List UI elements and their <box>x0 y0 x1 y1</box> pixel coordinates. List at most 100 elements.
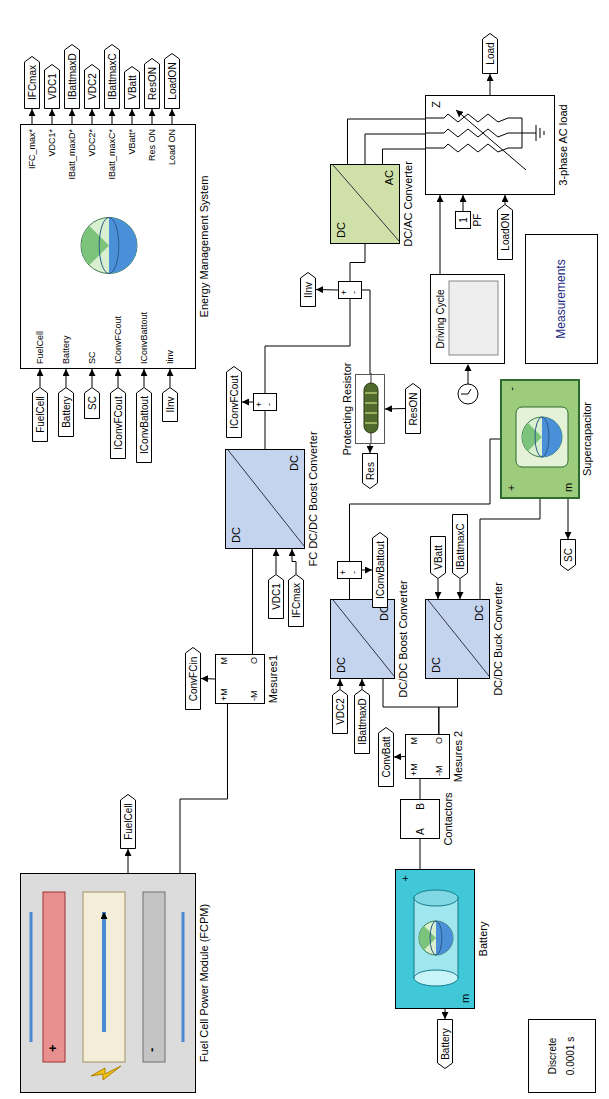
block-label: DC <box>288 455 300 471</box>
goto-tag: LoadON <box>497 204 513 260</box>
icon-half <box>436 921 453 955</box>
block-label: VDC2* <box>88 129 98 157</box>
block-label: ConvFCin <box>188 657 199 701</box>
block-label: IFCmax <box>27 65 38 100</box>
goto-tag: Battery <box>437 1019 453 1069</box>
load-resistor <box>426 144 522 152</box>
block-label: 1 <box>458 217 469 223</box>
block-label: Mesures1 <box>267 655 279 703</box>
converter-diagonal <box>333 600 394 676</box>
block-label: IConvBattout <box>375 541 386 599</box>
measurement-block: +M-MMOMesures 2 <box>405 734 450 779</box>
block-label: -M <box>435 766 445 777</box>
tag-outline <box>121 795 136 849</box>
signal-wire <box>201 678 215 680</box>
block-label: VDC2 <box>87 73 98 100</box>
block-label: FC DC/DC Boost Converter <box>307 431 319 566</box>
signal-wire <box>362 570 372 571</box>
goto-tag: VDC2 <box>332 689 348 734</box>
tag-outline <box>431 537 446 579</box>
signal-wire <box>316 289 338 291</box>
block-illustration <box>254 392 278 410</box>
tag-outline <box>498 205 513 260</box>
goto-tag: VDC2 <box>84 64 100 109</box>
converter-block: DCACDC/AC Converter <box>330 164 400 244</box>
icon-half <box>542 417 562 457</box>
block-label: Iinv <box>166 350 176 364</box>
three-phase-load: Z3-phase AC load <box>425 95 555 195</box>
signal-wire <box>265 411 266 449</box>
block-label: +M <box>220 688 230 701</box>
block-label: VBatt <box>127 75 138 99</box>
signal-wire <box>252 549 253 654</box>
block-label: Z <box>430 101 442 108</box>
signal-wire <box>480 499 540 599</box>
tag-outline <box>163 388 178 422</box>
block-label: - <box>505 387 517 391</box>
block-label: SC <box>563 548 574 562</box>
tag-outline <box>269 575 284 619</box>
block-label: -M <box>250 691 260 702</box>
goto-tag: SC <box>560 539 576 571</box>
signal-wire <box>66 369 67 387</box>
icon-disc <box>419 921 453 955</box>
tag-outline <box>355 690 370 754</box>
goto-tag: FuelCell <box>32 387 48 442</box>
signal-wire <box>118 369 119 387</box>
block-label: + <box>255 402 265 407</box>
battery-cylinder <box>414 898 458 978</box>
icon-wedge <box>419 926 436 950</box>
signal-wire <box>92 109 93 124</box>
block-label: Load ON <box>168 129 178 165</box>
block-label: 0.0001 s <box>565 1037 576 1075</box>
block-label: 3-phase AC load <box>557 104 569 185</box>
constant-block: 1PF <box>455 211 471 229</box>
block-label: IConvFCout <box>113 396 124 449</box>
goto-tag: Battery <box>58 387 74 437</box>
signal-wire <box>265 299 350 393</box>
sum-block: +- <box>337 561 362 579</box>
battery-end <box>414 970 458 986</box>
block-label: ResON <box>408 393 419 426</box>
signal-wire <box>52 109 53 124</box>
converter-diagonal <box>228 450 304 546</box>
tag-outline <box>373 533 388 608</box>
block-label: + <box>46 1044 60 1052</box>
signal-wire <box>420 779 421 799</box>
block-label: m <box>562 483 574 492</box>
converter-block: DCDCFC DC/DC Boost Converter <box>225 449 305 549</box>
block-label: IBattmaxD <box>67 53 78 100</box>
block-label: Battery <box>61 396 72 428</box>
ground-symbol <box>522 118 544 148</box>
signal-wire <box>440 195 441 274</box>
load-resistor <box>426 129 522 137</box>
block-label: DC/DC Buck Converter <box>492 582 504 696</box>
capacitor-panel <box>516 407 568 467</box>
clock-wire <box>468 370 469 384</box>
signal-wire <box>348 119 426 164</box>
icon-wedge <box>81 226 109 265</box>
resistor-symbol <box>364 383 378 433</box>
signal-wire <box>438 579 439 599</box>
signal-wire <box>180 704 228 873</box>
signal-wire <box>144 369 145 387</box>
signal-wire <box>40 369 41 387</box>
block-illustration <box>339 280 363 298</box>
block-illustration <box>529 1018 597 1092</box>
block-label: Measurements <box>555 259 568 338</box>
block-label: PF <box>472 214 483 227</box>
converter-block: DCDCDC/DC Boost Converter <box>330 599 395 679</box>
block-label: SC <box>88 351 98 364</box>
icon-disc <box>522 417 562 457</box>
block-illustration <box>338 560 363 578</box>
block-label: IFCmax <box>291 583 302 618</box>
block-label: IConvFCout <box>229 375 240 428</box>
block-label: IConvBattout <box>140 312 150 364</box>
tag-outline <box>301 273 316 307</box>
block-label: Battery <box>440 1028 451 1060</box>
tag-outline <box>85 388 100 419</box>
tag-outline <box>85 65 100 109</box>
tag-outline <box>65 45 80 109</box>
signal-wire <box>365 134 425 164</box>
membrane <box>83 892 125 1062</box>
